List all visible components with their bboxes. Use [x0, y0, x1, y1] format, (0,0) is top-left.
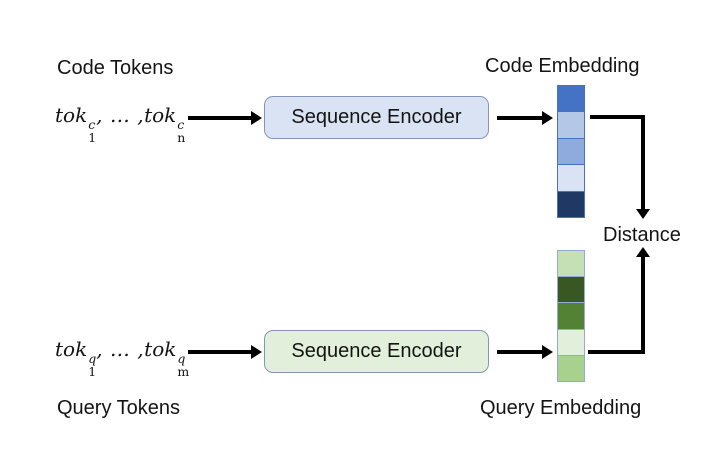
math-base: tok [144, 337, 177, 361]
code-tokens-label: Code Tokens [57, 57, 174, 79]
query-embedding-cell [558, 251, 584, 278]
math-base: tok [144, 103, 177, 127]
code-embedding-cell [558, 112, 584, 139]
query-embedding-cell [558, 277, 584, 304]
query-tokens-label: Query Tokens [57, 397, 181, 419]
math-base: tok [55, 337, 88, 361]
arrow-code-encoder-to-embedding [497, 111, 553, 125]
math-base: tok [55, 103, 88, 127]
arrow-query-encoder-to-embedding [497, 345, 553, 359]
code-embedding-cell [558, 191, 584, 218]
code-embedding-cell [558, 86, 584, 113]
arrowhead-up-icon [636, 247, 650, 257]
distance-label: Distance [603, 224, 681, 246]
connector-query-to-distance-horizontal [588, 350, 645, 354]
query-embedding-label: Query Embedding [480, 397, 642, 419]
connector-code-to-distance-horizontal [590, 115, 645, 119]
arrowhead-down-icon [636, 209, 650, 219]
code-sequence-encoder-box: Sequence Encoder [264, 96, 489, 139]
query-embedding-cell [558, 329, 584, 356]
code-embedding-cell [558, 165, 584, 192]
connector-code-to-distance-vertical [641, 115, 645, 211]
arrow-query-tokens-to-encoder [188, 345, 262, 359]
connector-query-to-distance-vertical [641, 255, 645, 354]
code-sequence-encoder-label: Sequence Encoder [291, 106, 462, 128]
math-separator: , … , [96, 103, 145, 127]
code-embedding-vector [557, 85, 585, 218]
query-embedding-cell [558, 355, 584, 382]
query-embedding-cell [558, 303, 584, 330]
code-embedding-label: Code Embedding [485, 55, 640, 77]
arrow-code-tokens-to-encoder [188, 111, 262, 125]
query-embedding-vector [557, 250, 585, 382]
math-separator: , … , [96, 337, 145, 361]
query-sequence-encoder-box: Sequence Encoder [264, 330, 489, 373]
query-sequence-encoder-label: Sequence Encoder [291, 340, 462, 362]
code-embedding-cell [558, 138, 584, 166]
